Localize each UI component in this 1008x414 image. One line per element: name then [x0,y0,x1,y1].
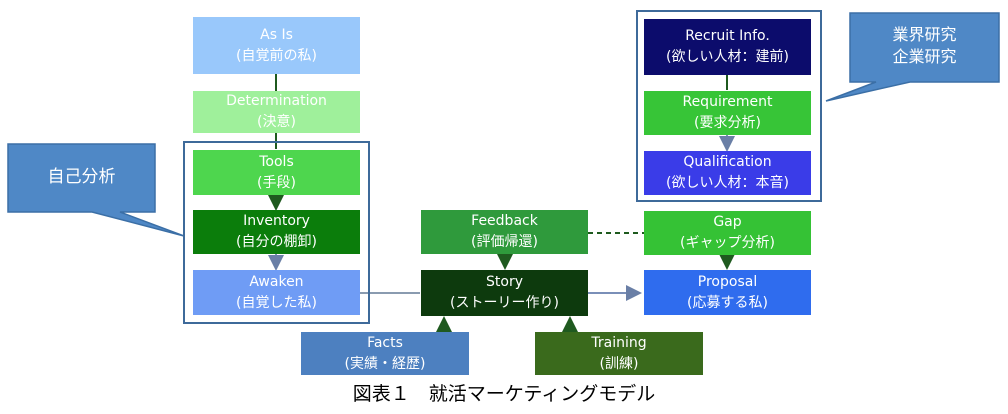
node-gap: Gap(ギャップ分析) [644,211,811,255]
callout-self-analysis-label: 自己分析 [47,167,116,187]
node-facts: Facts(実績・経歴) [301,332,469,375]
node-awaken: Awaken(自覚した私) [193,270,360,315]
node-training: Training(訓練) [535,332,703,375]
industry-research-frame [636,10,822,202]
node-feedback: Feedback(評価帰還) [421,210,588,254]
figure-caption: 図表１ 就活マーケティングモデル [352,383,656,405]
node-tools: Tools(手段) [193,150,360,195]
node-proposal: Proposal(応募する私) [644,270,811,315]
node-story: Story(ストーリー作り) [421,270,588,316]
self-analysis-frame [183,141,370,324]
node-requirement: Requirement(要求分析) [644,91,811,135]
callout-industry-line1: 業界研究 [892,25,957,44]
callout-industry-line2: 企業研究 [892,47,957,66]
callout-industry-research-shape [825,12,1000,102]
callout-self-analysis-shape [7,143,185,237]
node-as-is: As Is(自覚前の私) [193,17,360,74]
node-recruit-info: Recruit Info.(欲しい人材：建前) [644,19,811,75]
callout-industry-research-label: 業界研究 企業研究 [850,24,999,68]
node-inventory: Inventory(自分の棚卸) [193,210,360,254]
node-determination: Determination(決意) [193,91,360,133]
node-qualification: Qualification(欲しい人材：本音) [644,151,811,195]
